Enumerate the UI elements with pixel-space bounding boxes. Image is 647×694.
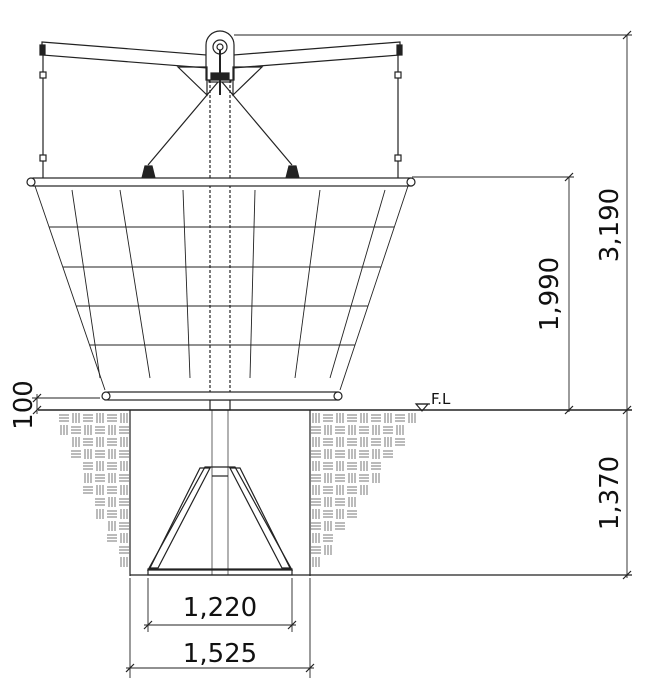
foundation-pit [129, 410, 632, 576]
dim-foundation-depth: 1,370 [595, 456, 625, 530]
net-vertical-line [182, 189, 191, 379]
mast [208, 59, 232, 575]
floor-level-label: F.L [431, 390, 451, 408]
floor-level-marker [414, 403, 430, 412]
suspension-cables [39, 55, 402, 179]
net-vertical-line [119, 189, 151, 379]
dim-clearance: 100 [9, 380, 39, 430]
net-vertical-line [294, 189, 321, 379]
soil-hatching [59, 413, 416, 567]
net-vertical-line [329, 189, 386, 379]
net-vertical-line [71, 189, 101, 379]
bottom-ring [101, 391, 343, 401]
net-basket [34, 185, 409, 391]
dim-basket-height: 1,990 [535, 257, 565, 331]
dim-pit-width: 1,525 [183, 639, 257, 669]
dimension-lines [32, 30, 632, 678]
top-arm [39, 30, 403, 97]
dim-total-height: 3,190 [595, 188, 625, 262]
top-ring [26, 177, 416, 187]
anchor-frame [146, 466, 294, 576]
net-vertical-line [249, 189, 256, 379]
dim-frame-width: 1,220 [183, 593, 257, 623]
